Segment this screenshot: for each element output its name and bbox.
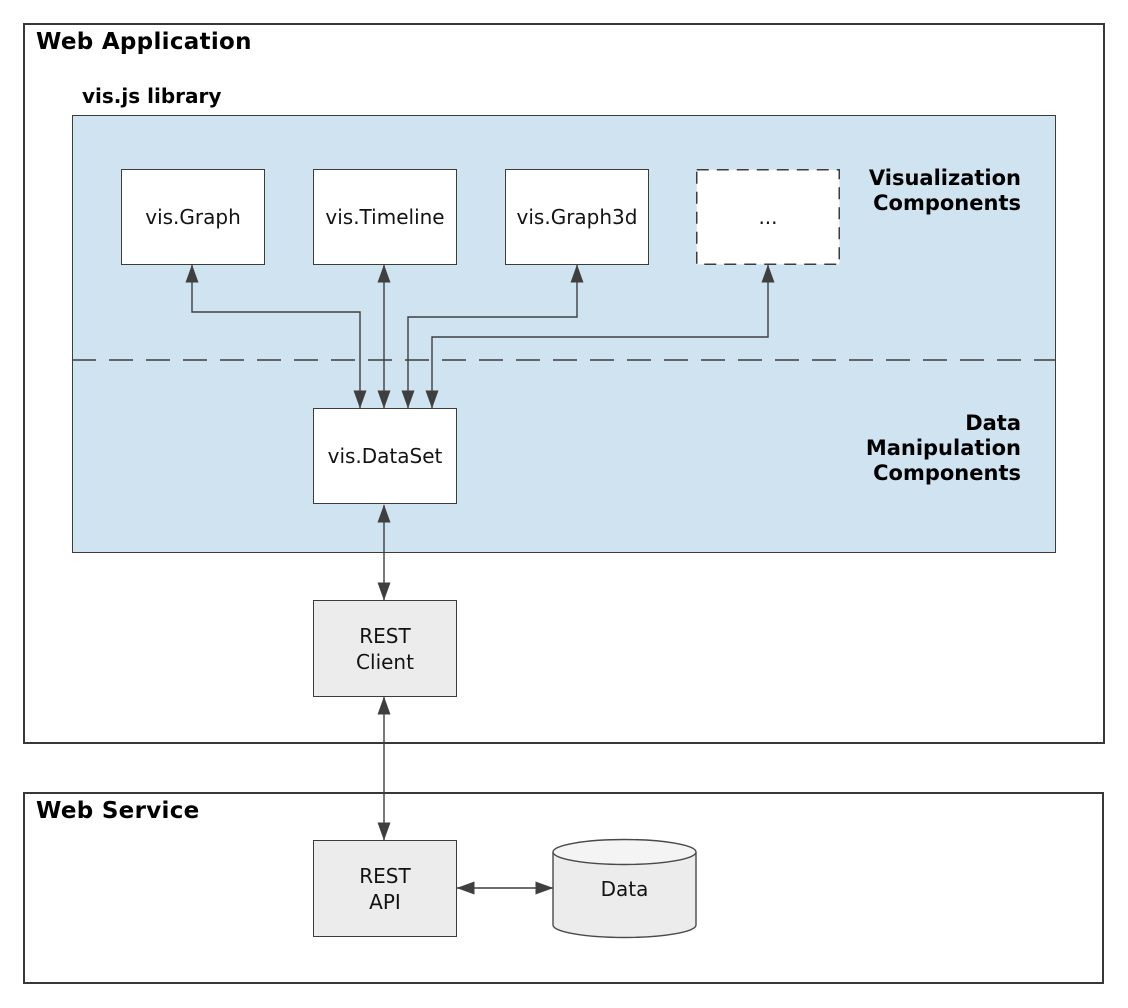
visjs-library-title: vis.js library [82, 84, 222, 108]
dataset-box: vis.DataSet [313, 408, 457, 504]
component-box-more: ... [758, 205, 778, 229]
web-application-title: Web Application [36, 29, 252, 55]
visualization-components-label: Visualization Components [868, 166, 1021, 215]
rest-client-box: REST Client [313, 600, 457, 697]
data-manipulation-components-label: Data Manipulation Components [865, 411, 1021, 485]
web-service-title: Web Service [36, 798, 200, 824]
component-box-vis-graph: vis.Graph [121, 169, 265, 265]
rest-api-box: REST API [313, 840, 457, 937]
component-box-vis-timeline: vis.Timeline [313, 169, 457, 265]
database-label: Data [600, 876, 649, 901]
component-box-vis-graph3d: vis.Graph3d [505, 169, 649, 265]
